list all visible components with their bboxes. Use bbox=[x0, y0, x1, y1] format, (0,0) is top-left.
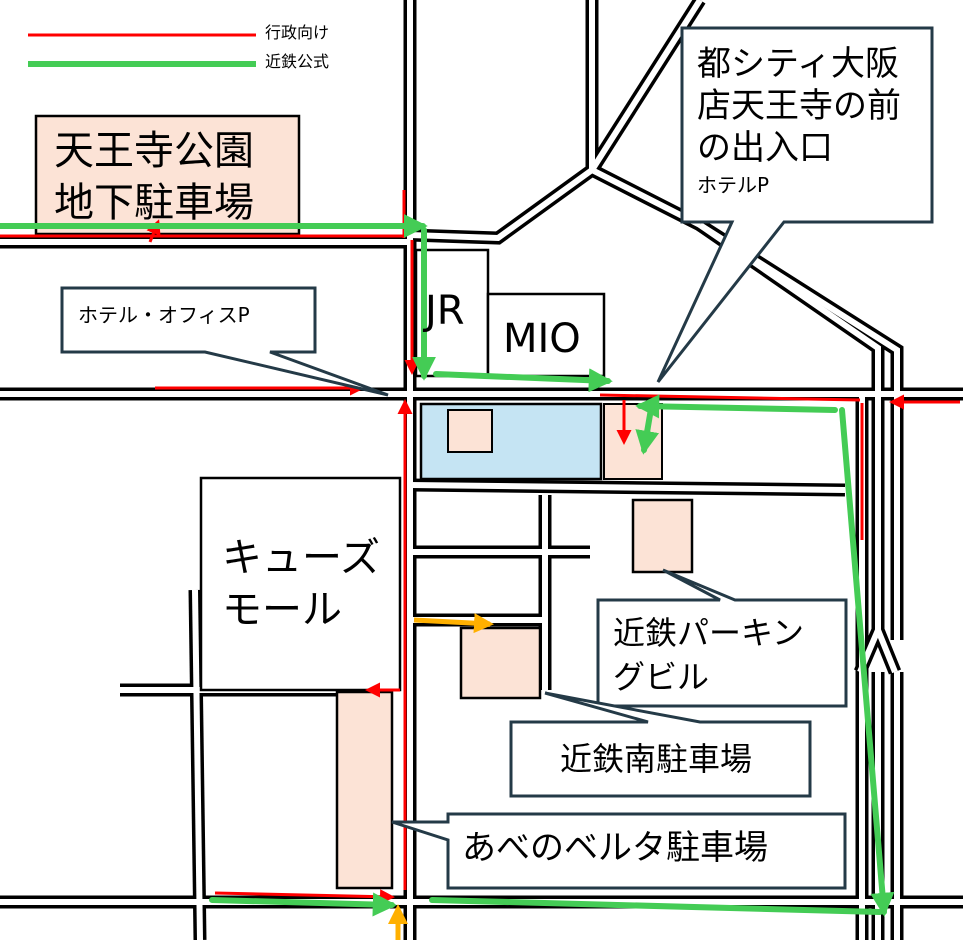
callouts bbox=[60, 26, 934, 890]
mio-label: MIO bbox=[503, 316, 581, 362]
miyako-city-text-line1: 都シティ大阪 bbox=[697, 44, 899, 84]
kintetsu-parking-building-text-line1: 近鉄パーキン bbox=[613, 614, 805, 652]
callout-kintetsu-parking-building bbox=[596, 568, 848, 708]
qs-mall-label-line2: モール bbox=[222, 587, 342, 633]
hotel-office-p-text: ホテル・オフィスP bbox=[78, 303, 250, 327]
kintetsu-parking-building-text-line2: グビル bbox=[613, 658, 710, 696]
tennoji-park-parking-label-line2: 地下駐車場 bbox=[54, 180, 254, 226]
legend bbox=[28, 33, 256, 67]
tennoji-park-parking-block bbox=[34, 114, 301, 236]
hotel-office-parking-block bbox=[447, 409, 493, 453]
kintetsu-minami-text: 近鉄南駐車場 bbox=[560, 740, 753, 778]
legend-kintetsu-label: 近鉄公式 bbox=[265, 52, 330, 71]
legend-admin-label: 行政向け bbox=[265, 23, 330, 42]
abeno-belta-text: あべのベルタ駐車場 bbox=[462, 828, 768, 868]
extra-routes bbox=[388, 613, 494, 940]
miyako-city-text-line2: 店天王寺の前 bbox=[697, 86, 901, 126]
callout-kintetsu-minami bbox=[509, 691, 812, 798]
miyako-city-text-line3: の出入口 bbox=[697, 128, 833, 168]
callout-hotel-office-p bbox=[60, 286, 389, 397]
qs-mall-label-line1: キューズ bbox=[222, 535, 380, 581]
abeno-belta-parking-block bbox=[335, 690, 394, 890]
kintetsu-routes bbox=[0, 214, 895, 917]
miyako-hotel-parking-block bbox=[603, 403, 663, 480]
tennoji-park-parking-label-line1: 天王寺公園 bbox=[54, 128, 254, 174]
kintetsu-parking-building-block bbox=[631, 498, 694, 574]
buildings bbox=[34, 114, 694, 890]
jr-label: JR bbox=[425, 288, 465, 334]
kintetsu-minami-parking-block bbox=[459, 626, 542, 700]
mio-block bbox=[486, 292, 606, 378]
miyako-city-text-line4: ホテルP bbox=[697, 173, 770, 197]
callout-miyako-city bbox=[656, 26, 934, 383]
callout-abeno-belta bbox=[391, 812, 847, 890]
qs-mall-block bbox=[199, 476, 402, 692]
